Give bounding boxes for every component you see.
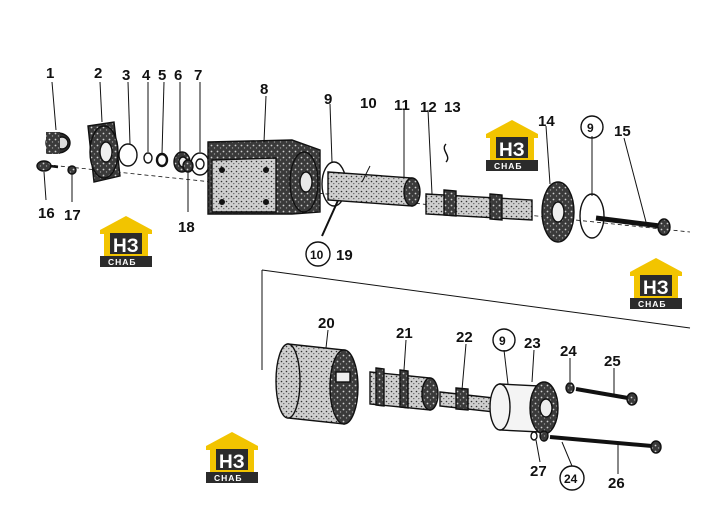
- part-24-washer: [565, 382, 575, 394]
- part-17-washer: [67, 165, 77, 175]
- callout-9: 9: [324, 91, 332, 108]
- callout-10-circle: [305, 241, 331, 267]
- lower-callouts: 20 21 22 9 23 24 25 27 24 26: [318, 315, 625, 492]
- part-2-flange: [87, 121, 121, 183]
- part-4-ring: [143, 152, 153, 164]
- part-5-ring: [155, 152, 169, 168]
- part-26-bolt: [549, 435, 662, 454]
- part-9-ring-2: [579, 193, 605, 239]
- watermark-logo-1: НЗ СНАБ: [486, 120, 538, 171]
- part-27-washer: [530, 431, 538, 441]
- callout-24-circle: [559, 465, 585, 491]
- part-16-bolt: [36, 160, 59, 172]
- callout-12: 12: [420, 99, 437, 116]
- callout-23: 23: [524, 335, 541, 352]
- part-12-shaft: [425, 143, 533, 221]
- callout-13: 13: [444, 99, 461, 116]
- callout-24: 24: [560, 343, 577, 360]
- lower-leaders: [325, 329, 619, 474]
- callout-24-circled: 24: [564, 472, 578, 486]
- part-20-cylinder: [275, 343, 359, 425]
- callout-9-circled-lower: 9: [499, 334, 506, 348]
- callout-21: 21: [396, 325, 413, 342]
- watermark-logo-3: НЗ СНАБ: [630, 258, 682, 309]
- part-3-oring: [118, 143, 138, 167]
- callout-6: 6: [174, 67, 182, 84]
- callout-16: 16: [38, 205, 55, 222]
- callout-9-circle-lower: [492, 328, 516, 352]
- callout-1: 1: [46, 65, 54, 82]
- part-19-pin: [321, 195, 341, 237]
- watermark-logo-2-top: НЗ: [113, 236, 139, 257]
- upper-assembly: [36, 81, 691, 243]
- callout-20: 20: [318, 315, 335, 332]
- callout-14: 14: [538, 113, 555, 130]
- part-15-long-bolt: [595, 215, 671, 236]
- callout-9-circle: [580, 115, 604, 139]
- watermark-logo-4: НЗ СНАБ: [206, 432, 258, 483]
- part-21-rotor: [369, 367, 439, 411]
- callout-19: 19: [336, 247, 353, 264]
- watermark-logo-4-top: НЗ: [219, 452, 245, 473]
- part-7-washer: [190, 152, 210, 176]
- callout-27: 27: [530, 463, 547, 480]
- callout-5: 5: [158, 67, 166, 84]
- watermark-logo-1-top: НЗ: [499, 140, 525, 161]
- watermark-logo-3-top: НЗ: [643, 278, 669, 299]
- callout-22: 22: [456, 329, 473, 346]
- part-8-housing: [207, 139, 321, 215]
- callout-10-circled: 10: [310, 248, 324, 262]
- callout-11: 11: [394, 97, 410, 114]
- watermark-logo-2: НЗ СНАБ: [100, 216, 152, 267]
- upper-callouts: 1 2 3 4 5 6 7 8 9 10 11 12 13 14 9 15 16…: [38, 65, 631, 267]
- part-11-sleeve: [327, 165, 421, 207]
- part-14-plate: [541, 181, 575, 243]
- callout-10: 10: [360, 95, 377, 112]
- part-22-shaft: [439, 387, 495, 413]
- part-18-nut: [182, 159, 194, 173]
- callout-26: 26: [608, 475, 625, 492]
- upper-leaders: [43, 81, 647, 223]
- callout-18: 18: [178, 219, 195, 236]
- part-1-cap: [45, 132, 71, 154]
- callout-4: 4: [142, 67, 151, 84]
- watermark-logo-1-bottom: СНАБ: [494, 161, 523, 171]
- callout-8: 8: [260, 81, 268, 98]
- callout-3: 3: [122, 67, 130, 84]
- callout-7: 7: [194, 67, 202, 84]
- part-24-washer-2: [539, 430, 549, 442]
- part-23-endcap: [489, 381, 559, 435]
- callout-2: 2: [94, 65, 102, 82]
- watermark-logo-4-bottom: СНАБ: [214, 473, 243, 483]
- lower-assembly: [261, 269, 691, 474]
- callout-9-circled: 9: [587, 121, 594, 135]
- watermark-logo-2-bottom: СНАБ: [108, 257, 137, 267]
- callout-25: 25: [604, 353, 621, 370]
- callout-15: 15: [614, 123, 631, 140]
- callout-17: 17: [64, 207, 81, 224]
- part-25-bolt: [575, 387, 638, 406]
- watermark-logo-3-bottom: СНАБ: [638, 299, 667, 309]
